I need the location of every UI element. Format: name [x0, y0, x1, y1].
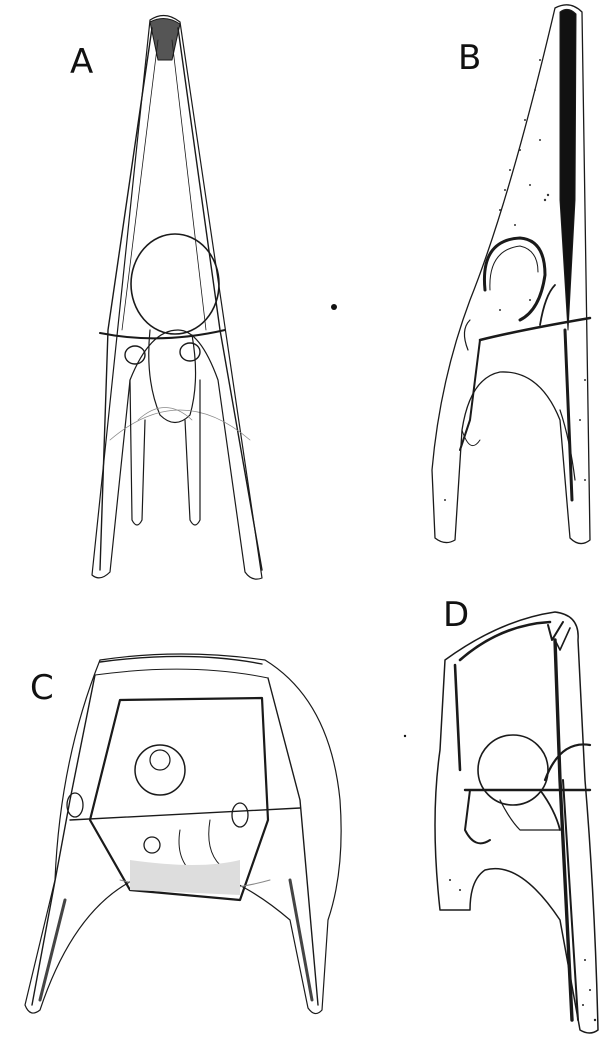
panel-d-drawing — [435, 612, 598, 1033]
panel-c-drawing — [25, 654, 341, 1014]
panel-a-drawing — [92, 15, 262, 579]
stray-mark — [331, 304, 337, 310]
stray-mark-small — [404, 735, 406, 737]
panel-b-drawing — [432, 5, 590, 544]
